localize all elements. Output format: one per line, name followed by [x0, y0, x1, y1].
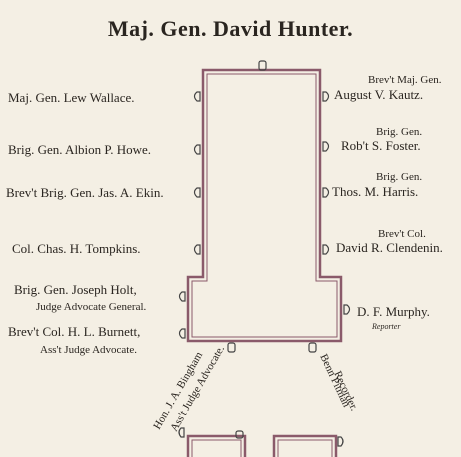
left-label-2: Brig. Gen. Albion P. Howe. [8, 142, 151, 157]
chair-icon [258, 60, 267, 71]
chair-icon [178, 328, 186, 339]
small-table-right [272, 434, 338, 457]
chair-icon [322, 91, 330, 102]
right-label-3: Thos. M. Harris. [332, 184, 419, 199]
left-label-6: Brev't Col. H. L. Burnett, [8, 324, 141, 339]
small-table-left [186, 434, 247, 457]
court-table [186, 68, 343, 343]
right-label-1: August V. Kautz. [334, 87, 424, 102]
left-label-5: Brig. Gen. Joseph Holt, [14, 282, 137, 297]
chair-icon [178, 291, 186, 302]
chair-icon [193, 144, 201, 155]
right-label-4: David R. Clendenin. [336, 240, 443, 255]
chair-icon [193, 187, 201, 198]
left-label-1: Maj. Gen. Lew Wallace. [8, 90, 135, 105]
chair-icon [227, 342, 236, 353]
right-rank-1: Brev't Maj. Gen. [368, 74, 442, 86]
left-label-3: Brev't Brig. Gen. Jas. A. Ekin. [6, 185, 164, 200]
right-rank-3: Brig. Gen. [376, 171, 423, 183]
chair-icon [308, 342, 317, 353]
chair-icon [322, 141, 330, 152]
court-table-inner [191, 73, 338, 338]
chair-icon [343, 304, 351, 315]
chair-icon [193, 91, 201, 102]
chair-icon [193, 244, 201, 255]
diagram-title: Maj. Gen. David Hunter. [107, 16, 354, 41]
chair-icon [337, 436, 344, 447]
reporter-name: D. F. Murphy. [357, 304, 430, 319]
left-label-6-sub: Ass't Judge Advocate. [40, 344, 137, 356]
chair-icon [235, 430, 244, 439]
left-label-5-sub: Judge Advocate General. [36, 301, 147, 313]
chair-icon [322, 187, 330, 198]
reporter-role: Reporter [372, 322, 401, 331]
right-rank-4: Brev't Col. [378, 228, 426, 240]
left-label-4: Col. Chas. H. Tompkins. [12, 241, 141, 256]
right-rank-2: Brig. Gen. [376, 126, 423, 138]
chair-icon [178, 427, 185, 438]
chair-icon [322, 244, 330, 255]
right-label-2: Rob't S. Foster. [341, 138, 421, 153]
